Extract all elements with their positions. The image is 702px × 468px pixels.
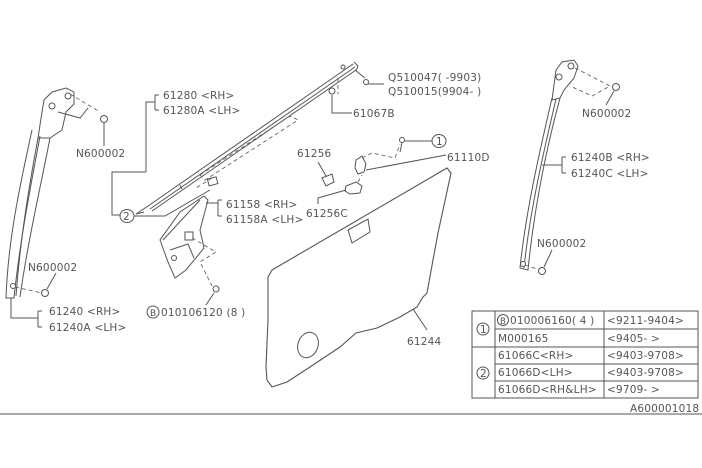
nut-n600002-right-bottom[interactable] [524,249,553,275]
label-61158-rh: 61158 <RH> [226,199,298,211]
label-bolt-010106120: B 010106120 (8 ) [146,305,245,319]
leader-61244 [412,308,428,331]
table-row: B 010006160( 4 ) <9211-9404> [497,314,684,327]
parts-table: 1 2 B 010006160( 4 ) <9211-9404> M000165… [471,310,699,399]
table-cell-range: <9403-9708> [607,367,684,379]
table-cell-range: <9405- > [607,333,660,345]
table-cell-range: <9403-9708> [607,350,684,362]
quarter-trim-61158[interactable] [159,195,217,287]
label-q510047: Q510047( -9903) [388,72,481,84]
svg-text:2: 2 [480,368,487,380]
table-cell-range: <9709- > [607,384,660,396]
left-glass-run-rail[interactable] [5,87,75,299]
diagram-code: A600001018 [630,403,699,415]
molding-dash-outline [199,115,299,181]
svg-text:010106120 (8 ): 010106120 (8 ) [161,307,245,319]
table-cell-part: M000165 [498,333,549,345]
label-61158a-lh: 61158A <LH> [226,214,303,226]
label-61240a-lh: 61240A <LH> [49,322,126,334]
leader-61158 [206,199,222,217]
table-cell-part: 61066C<RH> [498,350,574,362]
molding-clip[interactable] [195,176,219,189]
clip-61067b[interactable] [328,78,352,114]
table-cell-range: <9211-9404> [607,315,684,327]
label-61280-rh: 61280 <RH> [163,90,235,102]
label-n600002-right-top: N600002 [582,108,631,120]
label-61256c: 61256C [306,208,348,220]
label-61240-rh: 61240 <RH> [49,306,121,318]
table-row: 61066D<RH&LH> <9709- > [498,384,660,396]
label-61240b-rh: 61240B <RH> [571,152,650,164]
label-n600002-left-bottom: N600002 [28,262,77,274]
table-ref-2: 2 [476,366,490,380]
label-q510015: Q510015(9904- ) [388,86,481,98]
table-cell-part: 010006160( 4 ) [510,315,594,327]
nut-n600002-left-top[interactable] [57,93,108,146]
label-61067b: 61067B [353,108,395,120]
right-glass-run-rail[interactable] [519,59,579,271]
inner-handle-61110d[interactable] [354,143,447,175]
label-61256: 61256 [297,148,332,160]
leader-61240 [10,298,42,328]
leader-61280 [111,94,159,216]
leader-ref-2 [134,189,211,217]
table-ref-1: 1 [476,322,490,336]
leader-61240b [542,156,566,174]
label-61244: 61244 [407,336,442,348]
window-molding-strip[interactable] [135,61,359,215]
label-n600002-left-top: N600002 [76,148,125,160]
clip-61256[interactable] [317,161,335,187]
screw-q510047[interactable] [354,69,384,85]
door-trim-panel-61244[interactable] [265,167,452,388]
label-61110d: 61110D [447,152,490,164]
nut-n600002-right-top[interactable] [569,67,620,106]
ref-circle-2: 2 [119,209,135,223]
bolt-010106120[interactable] [205,285,220,306]
svg-text:B: B [150,309,156,319]
table-row: 61066D<LH> <9403-9708> [498,367,684,379]
screw-ref-1[interactable] [399,137,433,153]
table-cell-part: 61066D<RH&LH> [498,384,597,396]
label-n600002-right-bottom: N600002 [537,238,586,250]
svg-text:1: 1 [480,324,487,336]
label-61280a-lh: 61280A <LH> [163,105,240,117]
table-row: M000165 <9405- > [498,333,660,345]
svg-text:1: 1 [436,136,443,148]
table-row: 61066C<RH> <9403-9708> [498,350,684,362]
ref-circle-1: 1 [431,134,447,148]
svg-text:B: B [500,317,506,327]
svg-text:2: 2 [123,211,130,223]
label-61240c-lh: 61240C <LH> [571,168,649,180]
nut-n600002-left-bottom[interactable] [14,272,57,297]
handle-escutcheon-61256c[interactable] [317,174,363,204]
table-cell-part: 61066D<LH> [498,367,573,379]
